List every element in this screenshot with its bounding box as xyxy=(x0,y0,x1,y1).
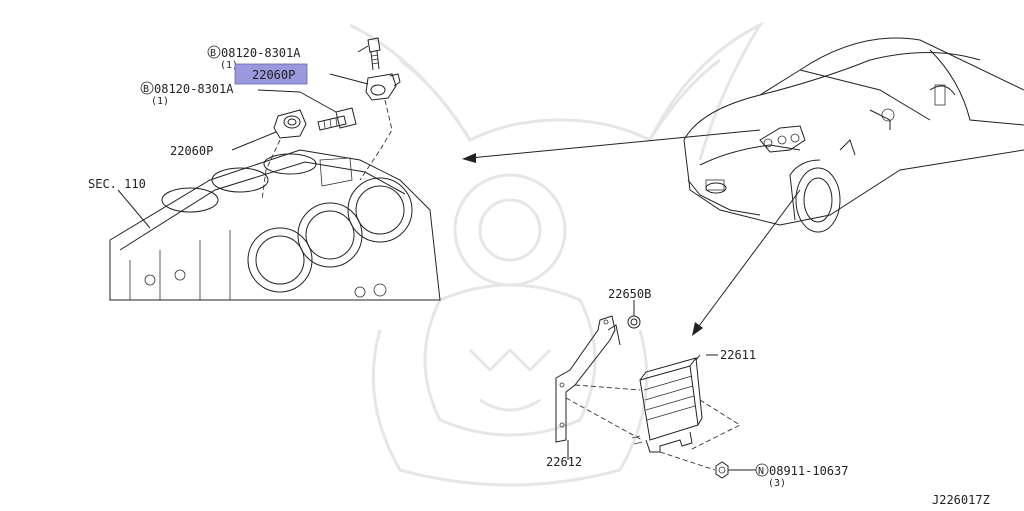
engine-block xyxy=(109,149,441,301)
svg-text:22060P: 22060P xyxy=(252,68,295,82)
leader-lines xyxy=(567,354,718,460)
label-ecm: 22611 xyxy=(720,348,756,362)
diagram-id: J226017Z xyxy=(932,493,990,507)
svg-text:N: N xyxy=(758,466,764,477)
knock-sensor-lower xyxy=(231,109,307,151)
bolt-top xyxy=(357,37,381,71)
svg-text:B: B xyxy=(210,48,216,59)
label-bracket-nut: 22650B xyxy=(608,287,651,301)
nut-08911 xyxy=(715,461,756,479)
arrow-to-engine xyxy=(462,129,761,163)
ecm-bracket xyxy=(555,315,621,458)
svg-text:08120-8301A: 08120-8301A xyxy=(221,46,301,60)
arrow-to-ecm xyxy=(692,189,801,336)
bolt-mid xyxy=(257,89,357,131)
svg-text:08120-8301A: 08120-8301A xyxy=(154,82,234,96)
ecm-unit xyxy=(631,354,703,453)
svg-text:B: B xyxy=(143,84,149,95)
label-sensor-highlight: 22060P xyxy=(234,63,308,85)
label-bolt-top: B 08120-8301A (1) xyxy=(207,45,301,71)
label-section: SEC. 110 xyxy=(88,177,146,191)
label-sensor-lower: 22060P xyxy=(170,144,213,158)
label-bracket: 22612 xyxy=(546,455,582,469)
ecm-dashes xyxy=(565,384,741,471)
svg-text:(3): (3) xyxy=(768,478,786,489)
car-illustration xyxy=(683,37,1024,233)
svg-text:(1): (1) xyxy=(220,60,238,71)
svg-text:(1): (1) xyxy=(151,96,169,107)
nut-22650b xyxy=(627,300,641,329)
watermark-emblem xyxy=(349,21,765,487)
svg-text:08911-10637: 08911-10637 xyxy=(769,464,848,478)
knock-sensor-upper xyxy=(329,73,401,101)
label-bolt-mid: B 08120-8301A (1) xyxy=(140,81,234,107)
highlight-box xyxy=(234,63,308,85)
label-nut: N 08911-10637 (3) xyxy=(755,463,848,489)
